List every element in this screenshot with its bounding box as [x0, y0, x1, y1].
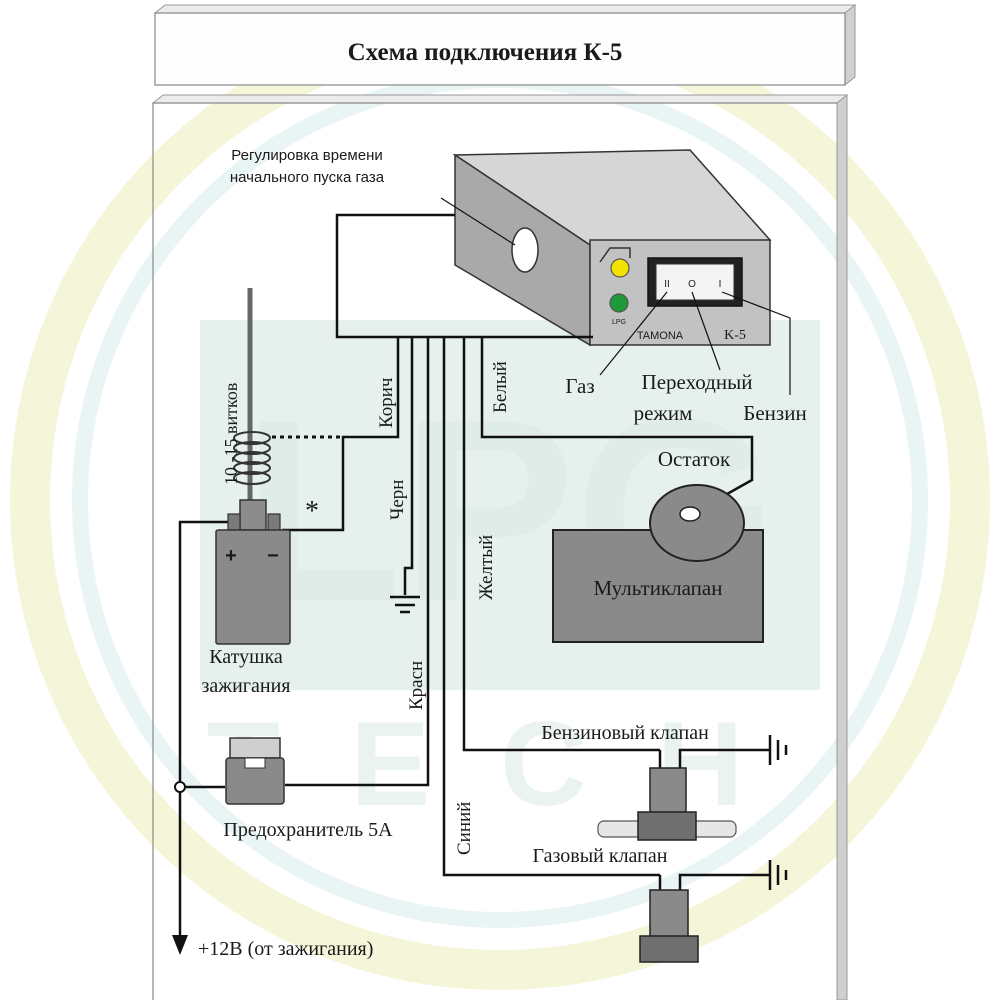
turns-label: 10 -15 витков	[221, 383, 241, 485]
wire-red	[285, 337, 430, 787]
wire-black-label: Черн	[387, 480, 408, 520]
petrol-valve-label: Бензиновый клапан	[541, 722, 709, 744]
remainder-sensor-icon	[649, 484, 745, 562]
wiring	[172, 213, 754, 955]
wire-brown-label: Корич	[376, 377, 397, 428]
ignition-coil: + −	[215, 288, 291, 645]
svg-text:−: −	[267, 545, 279, 567]
diagram-panel	[151, 93, 849, 1000]
watermark-sub-text: TECH	[207, 697, 814, 831]
wire-black	[403, 337, 414, 595]
power-arrow-icon	[172, 935, 188, 955]
wire-blue-label: Синий	[454, 802, 475, 855]
page-title: Схема подключения К-5	[348, 39, 623, 66]
coil-label-2: зажигания	[202, 675, 291, 697]
wire-yellow-label: Желтый	[476, 535, 497, 600]
switch-pos-gas-label: II	[664, 279, 670, 290]
coil-label-1: Катушка	[209, 646, 283, 668]
timing-adjust-label-2: начального пуска газа	[230, 169, 385, 186]
wire-white	[480, 337, 754, 514]
junction-icon	[174, 781, 186, 793]
lpg-led-label: LPG	[612, 319, 626, 326]
timing-adjust-knob-icon[interactable]	[511, 227, 539, 273]
petrol-valve-icon	[597, 748, 770, 841]
gas-valve-ground-icon	[768, 860, 788, 890]
wire-power	[178, 520, 228, 945]
device-brand-label: TAMONA	[637, 330, 684, 342]
k5-controller: LPG II O I TAMONA K-5	[452, 149, 772, 347]
petrol-valve-ground-icon	[768, 735, 788, 765]
mode-petrol-label: Бензин	[743, 401, 806, 425]
title-panel: Схема подключения К-5	[153, 3, 857, 87]
asterisk-mark: *	[305, 496, 319, 527]
led-bracket-icon	[599, 247, 631, 263]
power-label: +12В (от зажигания)	[198, 938, 373, 960]
multivalve-label: Мультиклапан	[594, 576, 723, 600]
lpg-led-icon	[609, 293, 629, 313]
svg-text:+: +	[225, 545, 237, 567]
timing-adjust-label-1: Регулировка времени	[231, 147, 383, 164]
fuse-label: Предохранитель 5А	[223, 819, 393, 841]
coil-winding-icon	[233, 431, 271, 485]
switch-pos-petrol-label: I	[719, 279, 722, 290]
wire-blue	[442, 337, 660, 877]
gas-valve-icon	[639, 873, 770, 963]
multivalve	[552, 484, 764, 643]
remainder-label: Остаток	[658, 447, 731, 471]
wire-white-label: Белый	[490, 361, 511, 413]
device-model-label: K-5	[724, 328, 746, 343]
fuse-icon	[225, 737, 285, 805]
wire-red-label: Красн	[406, 661, 427, 710]
wire-brown	[282, 337, 400, 532]
switch-leaders	[440, 197, 791, 395]
ground-icon	[390, 595, 420, 614]
mode-transition-label-1: Переходный	[642, 370, 753, 394]
wire-yellow	[462, 337, 660, 752]
gas-valve-label: Газовый клапан	[533, 845, 668, 867]
gas-led-icon	[610, 258, 630, 278]
switch-pos-transition-label: O	[688, 279, 696, 290]
mode-transition-label-2: режим	[634, 401, 693, 425]
mode-gas-label: Газ	[565, 374, 594, 398]
